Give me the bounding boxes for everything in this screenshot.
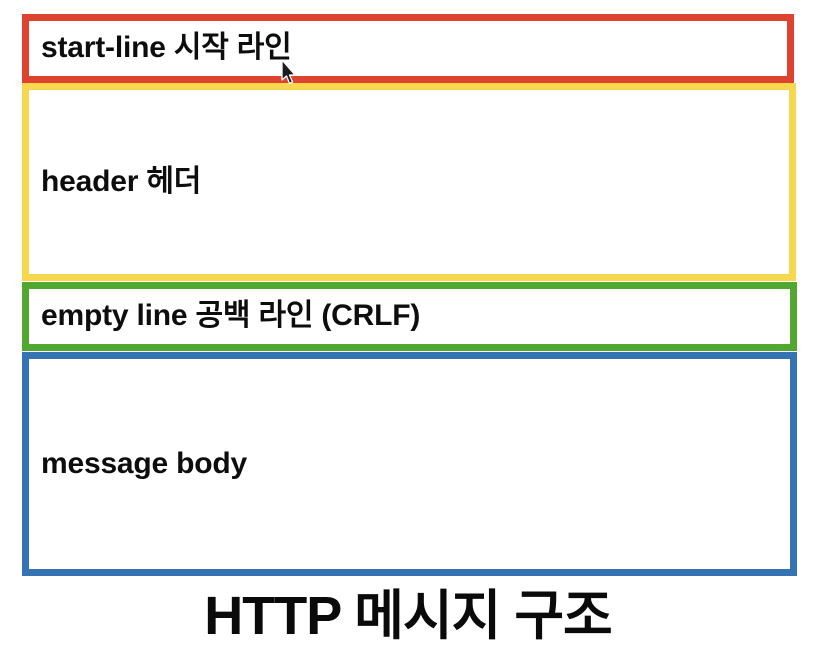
diagram-section-start-line-label: start-line 시작 라인 bbox=[41, 30, 292, 64]
diagram-section-message-body: message body bbox=[22, 352, 797, 576]
diagram-section-header-label: header 헤더 bbox=[41, 164, 202, 198]
diagram-section-message-body-label: message body bbox=[41, 446, 248, 480]
diagram-section-start-line: start-line 시작 라인 bbox=[22, 14, 794, 83]
diagram-section-empty-line: empty line 공백 라인 (CRLF) bbox=[22, 282, 797, 351]
diagram-section-header: header 헤더 bbox=[22, 83, 796, 281]
diagram-caption: HTTP 메시지 구조 bbox=[204, 586, 612, 646]
diagram-section-empty-line-label: empty line 공백 라인 (CRLF) bbox=[41, 298, 421, 332]
